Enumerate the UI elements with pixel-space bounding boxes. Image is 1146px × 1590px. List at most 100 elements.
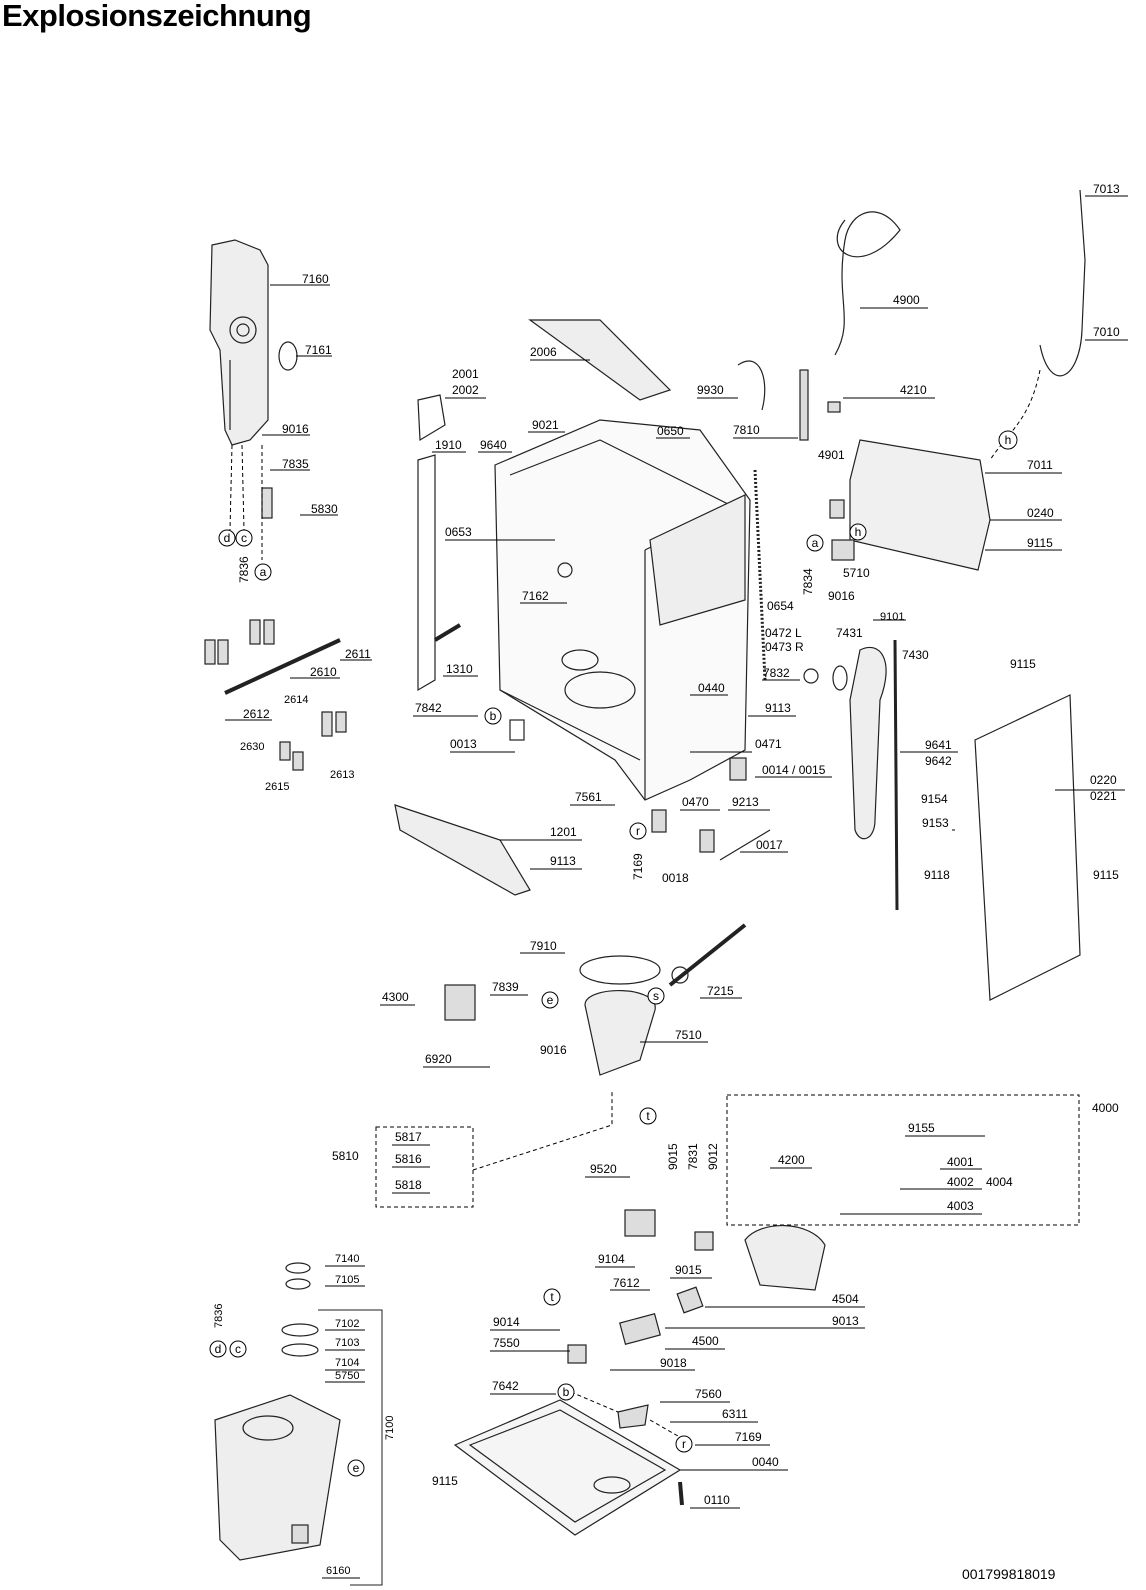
part-0654-sketch [753,469,767,681]
label-9013: 9013 [832,1314,859,1328]
label-0110: 0110 [704,1493,730,1507]
label-7839: 7839 [492,980,519,994]
label-9642: 9642 [925,754,952,768]
label-7010: 7010 [1093,325,1120,339]
label-0470: 0470 [682,795,709,809]
part-0017-sketch [719,829,771,861]
label-9021: 9021 [532,418,559,432]
svg-text:t: t [646,1109,650,1123]
label-5750: 5750 [335,1370,359,1382]
part-labels: 7160 7161 9016 7835 5830 7836 2611 2610 … [213,182,1120,1577]
label-7836: 7836 [213,1304,225,1328]
part-4200-sketch [744,1224,826,1291]
part-7510-sketch [584,989,656,1076]
label-0220: 0220 [1090,773,1117,787]
svg-text:r: r [682,1437,686,1451]
svg-text:c: c [241,531,247,545]
label-9520: 9520 [590,1162,617,1176]
label-4901: 4901 [818,448,845,462]
label-4004: 4004 [986,1175,1013,1189]
marker-s: s [647,987,665,1005]
part-5710-sketch [831,539,855,561]
svg-text:b: b [563,1385,570,1399]
label-9113: 9113 [765,701,791,715]
svg-text:a: a [260,565,267,579]
label-7834: 7834 [801,568,815,595]
part-7215-sketch [668,923,747,987]
label-1310: 1310 [446,662,473,676]
part-7560-sketch [617,1404,649,1429]
part-9930-sketch [737,360,766,411]
label-2630: 2630 [240,741,264,753]
label-9014: 9014 [493,1315,520,1329]
label-4000: 4000 [1092,1101,1119,1115]
svg-text:e: e [547,993,554,1007]
part-9641-sketch [893,639,899,911]
marker-h: h [849,523,867,541]
part-1201-sketch [394,804,531,896]
marker-a: a [806,534,824,552]
label-9016: 9016 [828,589,855,603]
marker-c: c [229,1340,247,1358]
label-2615: 2615 [265,781,289,793]
label-9016: 9016 [540,1043,567,1057]
reference-markers: d c a b a h h r e s t t d c e b r [209,430,1018,1477]
svg-text:h: h [1005,433,1012,447]
label-1910: 1910 [435,438,462,452]
label-7835: 7835 [282,457,309,471]
label-4001: 4001 [947,1155,974,1169]
part-4900-sketch [834,211,901,356]
label-7836: 7836 [237,556,251,583]
label-7612: 7612 [613,1276,640,1290]
label-4900: 4900 [893,293,920,307]
part-4500-sketch [619,1312,661,1346]
marker-b: b [484,707,502,725]
part-7431-sketch [832,665,848,691]
part-7161-sketch [278,341,298,371]
label-5818: 5818 [395,1178,422,1192]
label-0472: 0472 L [765,626,802,640]
label-7561: 7561 [575,790,602,804]
part-0014-sketch [729,757,747,781]
label-5830: 5830 [311,502,338,516]
label-9115: 9115 [1010,657,1036,671]
label-5816: 5816 [395,1152,422,1166]
marker-b: b [557,1383,575,1401]
label-9153: 9153 [922,816,949,830]
label-0013: 0013 [450,737,477,751]
part-2610-sketch [204,619,347,771]
label-2611: 2611 [345,647,371,661]
label-7842: 7842 [415,701,442,715]
label-0018: 0018 [662,871,689,885]
label-9115: 9115 [432,1474,458,1488]
callout-leaders [225,195,1128,1579]
label-6311: 6311 [722,1407,748,1421]
label-9012: 9012 [706,1143,720,1170]
part-4504-sketch [676,1286,704,1314]
label-9213: 9213 [732,795,759,809]
label-4210: 4210 [900,383,927,397]
label-6920: 6920 [425,1052,452,1066]
label-0650: 0650 [657,424,684,438]
part-2001-sketch [417,394,446,442]
part-7160-sketch [209,239,269,446]
label-9104: 9104 [598,1252,625,1266]
part-7169-sketch [651,809,667,833]
label-2612: 2612 [243,707,270,721]
box-5810 [375,1126,474,1208]
label-1201: 1201 [550,825,577,839]
svg-text:s: s [653,989,659,1003]
label-0653: 0653 [445,525,472,539]
part-2006-sketch [528,319,672,401]
part-0110-sketch [678,1481,684,1506]
label-2002: 2002 [452,383,479,397]
part-4210-sketch [827,401,841,413]
label-7140: 7140 [335,1253,359,1265]
part-tub-sketch [494,419,751,801]
label-2610: 2610 [310,665,337,679]
label-4504: 4504 [832,1292,859,1306]
svg-text:d: d [224,531,231,545]
label-7013: 7013 [1093,182,1120,196]
part-1310-sketch [433,623,462,642]
